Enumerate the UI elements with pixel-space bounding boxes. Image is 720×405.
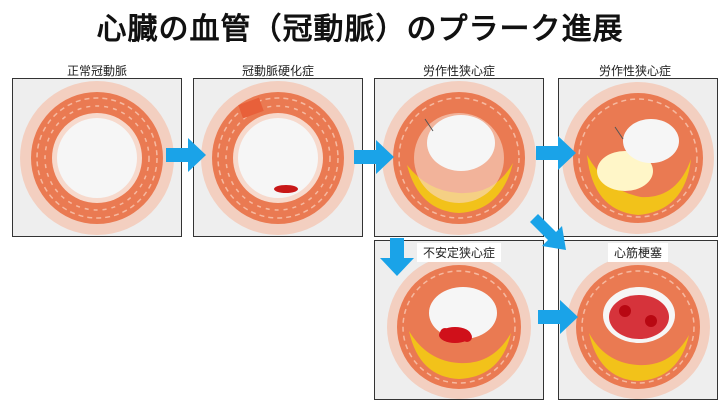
arrow-right-icon [166,138,206,172]
panel-stable-angina-1 [374,78,544,237]
page-title: 心臓の血管（冠動脈）のプラーク進展 [96,12,624,47]
vessel-unstable-angina [387,255,531,399]
panel-normal [12,78,182,237]
label-stable-angina-1: 労作性狭心症 [422,64,495,78]
label-infarction: 心筋梗塞 [607,243,669,262]
arrow-right-icon [536,136,576,170]
panel-stable-angina-2 [558,78,718,237]
label-normal: 正常冠動脈 [66,64,127,78]
arrow-diagonal-icon [530,214,566,250]
label-stable-angina-2: 労作性狭心症 [598,64,671,78]
vessel-normal [20,81,174,235]
arrow-down-icon [380,238,414,276]
label-unstable-angina: 不安定狭心症 [416,243,502,262]
panel-infarction: 心筋梗塞 [558,240,718,400]
label-atherosclerosis: 冠動脈硬化症 [241,64,314,78]
vessel-atherosclerosis [201,81,355,235]
panel-atherosclerosis [193,78,363,237]
vessel-stable-angina-2 [562,82,714,234]
vessel-infarction [566,255,710,399]
arrow-right-icon [354,140,394,174]
vessel-stable-angina-1 [382,81,536,235]
arrow-right-icon [538,300,578,334]
